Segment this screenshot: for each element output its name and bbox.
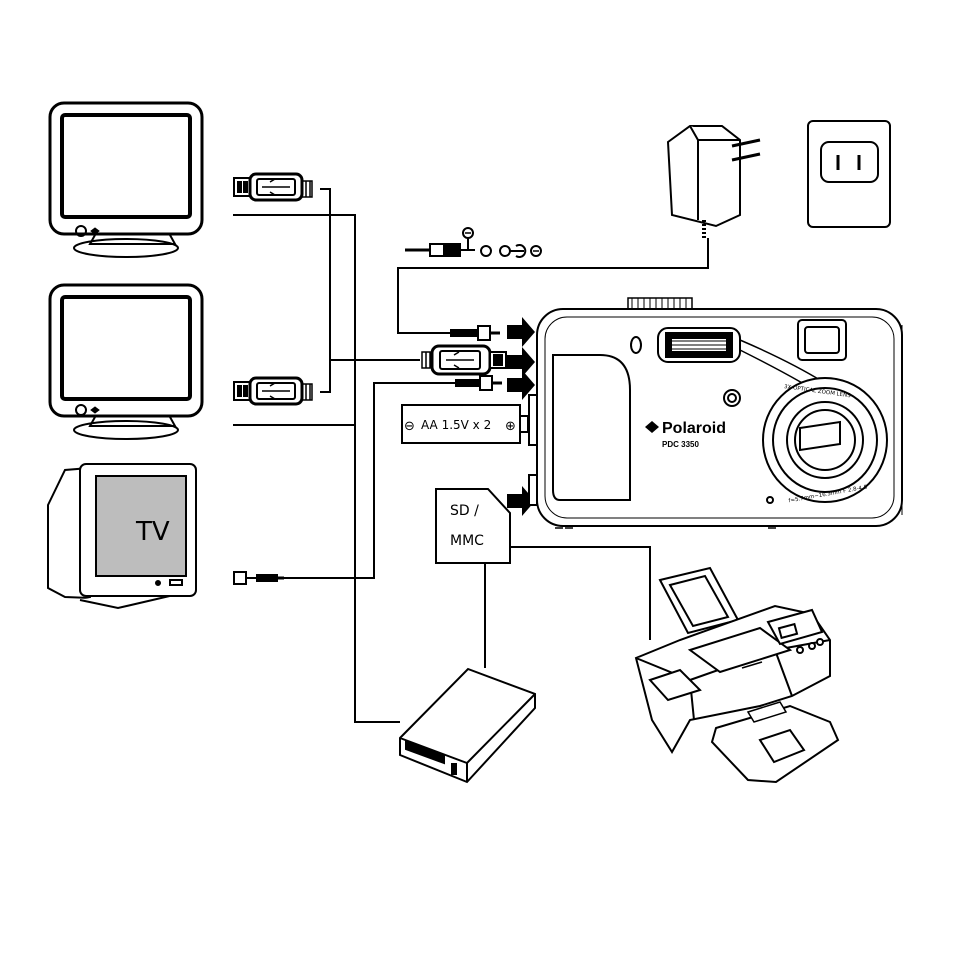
card-label-line2: MMC [450,533,484,549]
usb-plug-icon-camera [422,346,506,374]
battery-minus-label: ⊖ [404,419,415,434]
computer-monitor-icon-top [50,103,202,257]
tv-label: TV [135,517,170,547]
computer-monitor-icon-bottom [50,285,202,439]
battery-label: AA 1.5V x 2 [421,418,491,432]
photo-printer-icon [636,568,838,782]
dc-plug-icon [405,228,541,340]
camera-model-label: PDC 3350 [662,440,699,449]
television-icon: TV [48,464,196,608]
wall-outlet-icon [808,121,890,227]
digital-camera-icon: Polaroid PDC 3350 3X OPTICAL ZOOM LENS f… [529,298,902,528]
card-reader-icon [400,669,535,782]
sd-card-icon: SD / MMC [436,489,510,563]
arrow-dc-icon [507,317,535,347]
ac-adapter-icon [668,126,760,238]
battery-plus-label: ⊕ [505,419,516,434]
camera-brand-label: Polaroid [662,420,726,437]
battery-icon: ⊖ AA 1.5V x 2 ⊕ [402,405,528,443]
usb-plug-icon-bottom [234,378,312,404]
arrow-usb-icon [507,347,535,377]
card-label-line1: SD / [450,503,479,519]
usb-plug-icon-top [234,174,312,200]
